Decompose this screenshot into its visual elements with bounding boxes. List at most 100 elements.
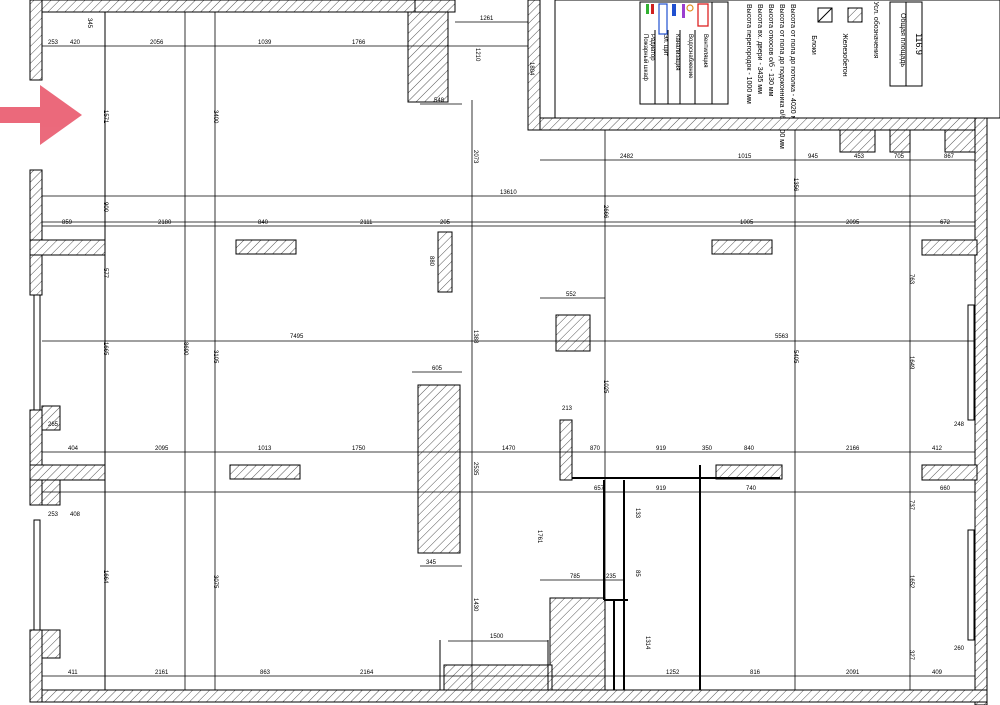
dim-1015: 1015 [738,154,752,160]
dim-1261: 1261 [480,16,494,22]
dim-672: 672 [940,220,951,226]
dim-1388: 1388 [472,330,478,344]
note-3: Высота откосов о/б - 130 мм [767,4,775,97]
total-area-label: Общая площадь [899,13,907,67]
legend-concrete: Железобетон [841,33,849,76]
dim-345-b: 345 [426,560,437,566]
sewer-symbol [682,4,685,18]
dim-1025: 1025 [602,380,608,394]
dim-408: 408 [70,512,81,518]
dim-2111: 2111 [360,220,373,226]
dim-2095-a: 2095 [846,220,860,226]
symbol-label-fire: Пожарный шкаф [642,34,649,81]
dim-133: 133 [634,508,640,519]
dim-2073: 2073 [472,150,478,164]
dim-919-b: 919 [656,486,667,492]
dim-7495: 7495 [290,334,304,340]
dim-453: 453 [854,154,865,160]
dim-2056: 2056 [150,40,164,46]
dim-1039: 1039 [258,40,272,46]
symbol-label-panel: Эл. щит [662,34,668,56]
dim-785: 785 [570,574,581,580]
dim-420-top: 420 [70,40,81,46]
dim-816: 816 [750,670,761,676]
symbol-label-sewer: Канализация [674,34,680,70]
dim-350: 350 [702,446,713,452]
dim-1804: 1804 [528,62,534,76]
dim-85: 85 [634,570,640,577]
legend-header: Усл. обозначения [872,1,880,58]
dim-1210: 1210 [474,48,480,62]
dim-2166: 2166 [846,446,860,452]
symbol-label-radiator: Радиатор [649,34,655,61]
dim-548: 548 [434,98,445,104]
dim-1005: 1005 [740,220,754,226]
dim-763: 763 [908,274,914,285]
dim-2535: 2535 [472,462,478,476]
dim-740: 740 [746,486,757,492]
radiator-symbol [658,3,668,35]
dim-1356: 1356 [792,178,798,192]
dim-5405: 5405 [792,350,798,364]
dimension-lines [42,12,975,690]
dim-863: 863 [260,670,271,676]
legend-swatch-concrete [847,7,863,23]
dim-737: 737 [908,500,914,511]
dim-552: 552 [566,292,577,298]
dim-1252: 1252 [666,670,680,676]
dim-605: 605 [432,366,443,372]
dim-260: 260 [954,646,965,652]
dim-867: 867 [944,154,955,160]
dim-345-top: 345 [86,18,92,29]
dim-2095-b: 2095 [155,446,169,452]
dim-840-a: 840 [258,220,269,226]
note-5: Высота перегородок - 1000 мм [745,4,752,104]
dim-859: 859 [62,220,73,226]
dim-3075: 3075 [212,575,218,589]
panel-symbol [672,4,676,16]
dim-919-a: 919 [656,446,667,452]
dim-409: 409 [932,670,943,676]
dim-253-b: 253 [48,512,59,518]
dim-1571: 1571 [102,110,108,124]
dim-205: 205 [440,220,451,226]
legend-blocks: Блоки [810,35,817,55]
dim-213: 213 [562,406,573,412]
outer-walls [29,0,988,705]
water-symbol [686,4,694,12]
dim-235: 235 [606,574,617,580]
dim-253-top: 253 [48,40,59,46]
dim-2091: 2091 [846,670,860,676]
dim-5563: 5563 [775,334,789,340]
dim-1314: 1314 [644,636,650,650]
dim-660: 660 [940,486,951,492]
dim-657: 657 [594,486,605,492]
dim-1470: 1470 [502,446,516,452]
dim-2180: 2180 [158,220,172,226]
dim-1652: 1652 [908,575,914,589]
dim-1649: 1649 [908,356,914,370]
dim-265: 265 [48,422,59,428]
dim-577: 577 [102,268,108,279]
dim-1500: 1500 [490,634,504,640]
dim-2482: 2482 [620,154,634,160]
dim-870: 870 [590,446,601,452]
dim-8690: 8690 [182,342,188,356]
dim-1761: 1761 [536,530,542,544]
dim-327: 327 [908,650,914,661]
total-area-value: 116.9 [914,33,924,55]
dim-404: 404 [68,446,79,452]
dim-3400: 3400 [212,110,218,124]
dim-2666: 2666 [602,205,608,219]
dim-900: 900 [102,202,108,213]
dim-945: 945 [808,154,819,160]
dim-1750: 1750 [352,446,366,452]
dim-1766: 1766 [352,40,366,46]
dim-3105: 3105 [212,350,218,364]
dim-412: 412 [932,446,943,452]
dim-13610: 13610 [500,190,517,196]
dimension-labels: 345 253 420 2056 1039 1766 1261 2482 101… [48,16,965,676]
dim-1665: 1665 [102,342,108,356]
dim-411: 411 [68,670,78,676]
